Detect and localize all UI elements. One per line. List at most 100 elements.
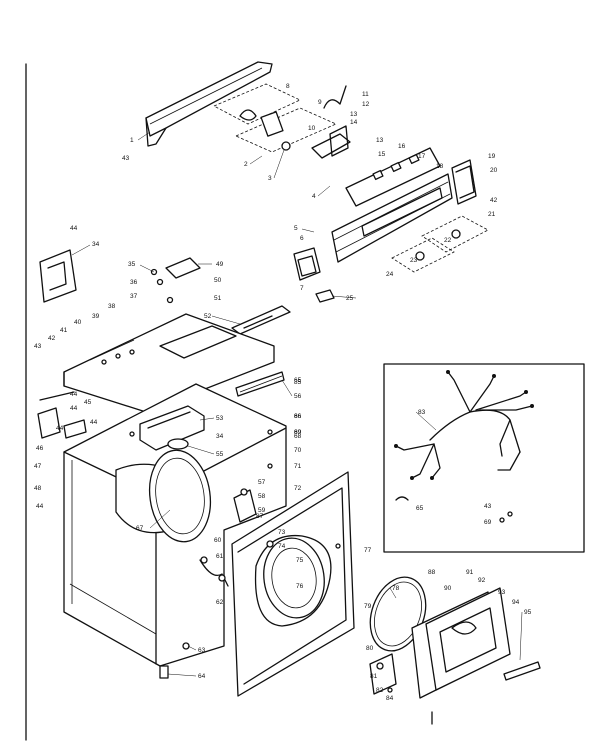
console-backsplash [331,173,453,263]
callout-43c: 43 [484,503,492,510]
callout-69b: 69 [484,519,492,526]
callout-95: 95 [524,609,532,616]
callout-73: 73 [278,529,286,536]
door-assembly [411,587,511,699]
callout-65a: 65 [294,377,302,384]
callout-13b: 13 [376,137,384,144]
callout-82: 82 [376,687,384,694]
callout-41: 41 [60,327,68,334]
callout-79: 79 [364,603,372,610]
callout-44d: 44 [90,419,98,426]
callout-43b: 43 [34,343,42,350]
callout-24: 24 [386,271,394,278]
callout-61: 61 [216,553,224,560]
callout-48: 48 [34,485,42,492]
callout-93: 93 [498,589,506,596]
callout-46: 46 [36,445,44,452]
callout-88: 88 [428,569,436,576]
callout-72: 72 [294,485,302,492]
callout-44f: 44 [36,503,44,510]
callout-67: 67 [136,525,144,532]
callout-84: 84 [386,695,394,702]
callout-10: 10 [308,125,316,132]
washer-top [63,313,275,413]
callout-38: 38 [108,303,116,310]
callout-51: 51 [214,295,222,302]
callout-43a: 43 [122,155,130,162]
switch-group-right [391,215,489,273]
callout-58: 58 [258,493,266,500]
callout-44b: 44 [70,391,78,398]
callout-9: 9 [318,99,322,106]
callout-25: 25 [346,295,354,302]
callout-19: 19 [488,153,496,160]
hinge-80-82 [369,653,397,695]
callout-52: 52 [204,313,212,320]
callout-86: 86 [294,413,302,420]
callout-22: 22 [444,237,452,244]
front-panel [231,471,355,697]
callout-63: 63 [198,647,206,654]
callout-42b: 42 [490,197,498,204]
leader-lines [71,131,523,677]
callout-65b: 65 [416,505,424,512]
door-switch-57-59 [233,488,257,523]
callout-37: 37 [130,293,138,300]
callout-44e: 44 [56,425,64,432]
callout-8: 8 [286,83,290,90]
callout-12: 12 [362,101,370,108]
callout-57: 57 [258,479,266,486]
callout-18: 18 [436,163,444,170]
callout-44c: 44 [70,405,78,412]
callout-49: 49 [216,261,224,268]
door-trim-95 [503,661,541,681]
callout-70: 70 [294,447,302,454]
callout-62: 62 [216,599,224,606]
callout-75: 75 [296,557,304,564]
leg-screws [159,642,190,679]
callout-13a: 13 [350,111,358,118]
callout-87: 87 [256,513,264,520]
callout-50: 50 [214,277,222,284]
callout-16: 16 [398,143,406,150]
console-top-cover [145,61,273,147]
wire-harness-inset [383,363,585,553]
callout-2: 2 [244,161,248,168]
callout-80: 80 [366,645,374,652]
callout-44a: 44 [70,225,78,232]
callout-71: 71 [294,463,302,470]
callout-89: 89 [294,429,302,436]
timer-bracket [451,159,477,205]
callout-83: 83 [418,409,426,416]
callout-42a: 42 [48,335,56,342]
callout-14: 14 [350,119,358,126]
callout-47: 47 [34,463,42,470]
callout-34a: 34 [92,241,100,248]
callout-35: 35 [128,261,136,268]
callout-40: 40 [74,319,82,326]
callout-68: 68 [294,433,302,440]
callout-23: 23 [410,257,418,264]
callout-78: 78 [392,585,400,592]
callout-1: 1 [130,137,134,144]
callout-60: 60 [214,537,222,544]
callout-6: 6 [300,235,304,242]
callout-3: 3 [268,175,272,182]
top-trim-strip [235,371,285,397]
callout-20: 20 [490,167,498,174]
callout-74: 74 [278,543,286,550]
control-bracket-group [213,83,351,159]
callout-56: 56 [294,393,302,400]
control-panel [345,147,441,207]
callout-21: 21 [488,211,496,218]
callout-15: 15 [378,151,386,158]
callout-36: 36 [130,279,138,286]
callout-77: 77 [364,547,372,554]
callout-55: 55 [216,451,224,458]
dispenser-53 [139,405,205,451]
callout-5: 5 [294,225,298,232]
callout-53: 53 [216,415,224,422]
hose-60-62 [199,556,229,587]
callout-4: 4 [312,193,316,200]
callout-94: 94 [512,599,520,606]
